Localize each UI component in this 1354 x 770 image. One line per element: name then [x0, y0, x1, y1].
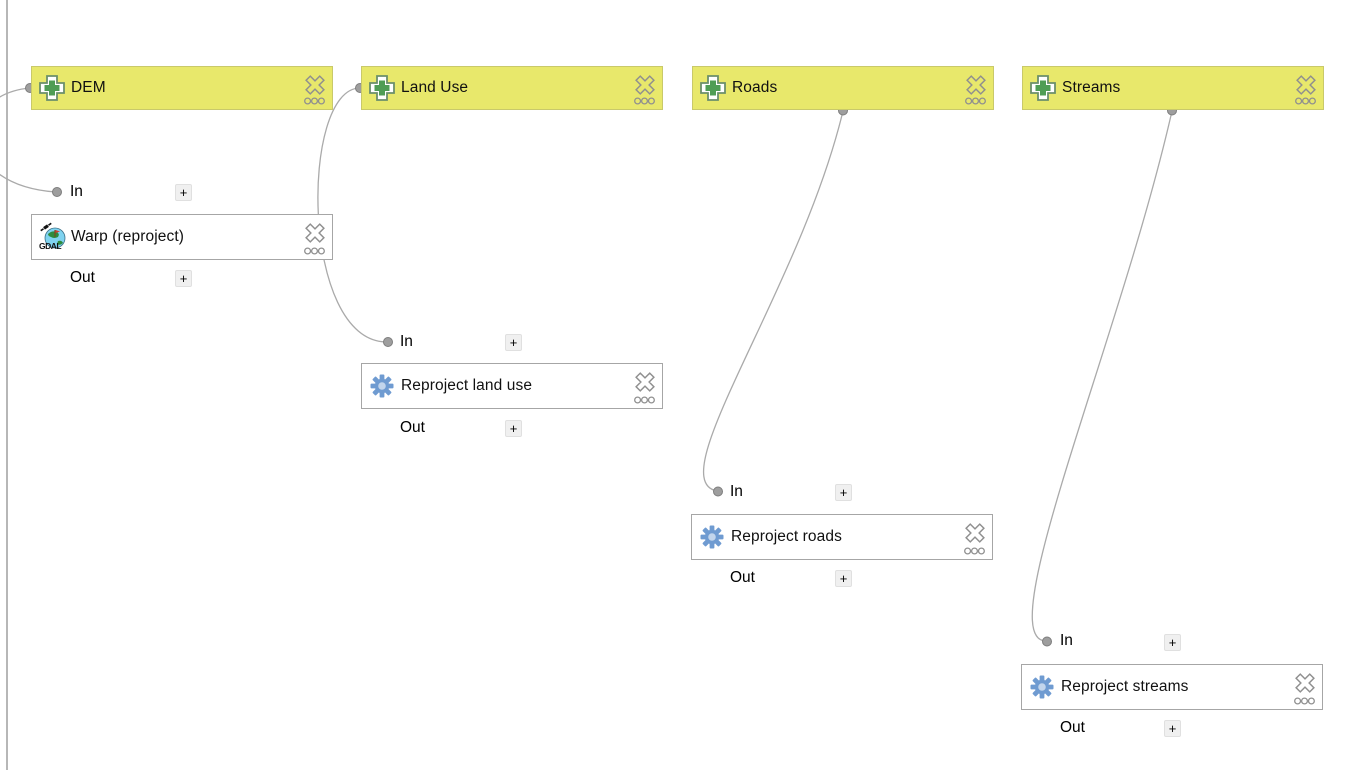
remove-icon[interactable]: [304, 74, 326, 96]
connection-roads-reproject: [703, 110, 844, 492]
socket-in-reproject-streams: [1042, 636, 1052, 647]
input-node-dem[interactable]: DEM: [31, 66, 333, 110]
ellipsis-icon[interactable]: [965, 97, 986, 105]
node-title: Reproject streams: [1061, 678, 1189, 695]
svg-text:GDAL: GDAL: [39, 241, 61, 251]
socket-in-reproject-landuse: [383, 337, 393, 347]
remove-icon[interactable]: [964, 522, 986, 544]
port-out-label: Out: [1060, 719, 1085, 736]
port-in-label: In: [70, 183, 83, 200]
connection-streams-reproject: [1031, 110, 1173, 642]
port-in-label: In: [1060, 632, 1073, 649]
add-output-button[interactable]: +: [1164, 720, 1181, 737]
gear-icon: [700, 525, 724, 549]
gear-icon: [1030, 675, 1054, 699]
add-input-button[interactable]: +: [835, 484, 852, 501]
add-input-button[interactable]: +: [505, 334, 522, 351]
add-input-button[interactable]: +: [175, 184, 192, 201]
node-title: Warp (reproject): [71, 228, 184, 245]
ellipsis-icon[interactable]: [1295, 97, 1316, 105]
input-node-land-use[interactable]: Land Use: [361, 66, 663, 110]
add-output-button[interactable]: +: [505, 420, 522, 437]
algorithm-node-reproject-roads[interactable]: Reproject roads: [691, 514, 993, 560]
port-out-label: Out: [730, 569, 755, 586]
ellipsis-icon[interactable]: [304, 247, 325, 255]
node-title: Streams: [1062, 79, 1121, 96]
node-title: DEM: [71, 79, 106, 96]
ellipsis-icon[interactable]: [964, 547, 985, 555]
port-out-label: Out: [400, 419, 425, 436]
remove-icon[interactable]: [304, 222, 326, 244]
input-plus-icon: [700, 75, 726, 101]
canvas-left-border: [6, 0, 8, 770]
input-node-roads[interactable]: Roads: [692, 66, 994, 110]
port-in-label: In: [400, 333, 413, 350]
ellipsis-icon[interactable]: [1294, 697, 1315, 705]
algorithm-node-reproject-land-use[interactable]: Reproject land use: [361, 363, 663, 409]
ellipsis-icon[interactable]: [634, 396, 655, 404]
add-output-button[interactable]: +: [835, 570, 852, 587]
input-plus-icon: [369, 75, 395, 101]
input-plus-icon: [39, 75, 65, 101]
remove-icon[interactable]: [634, 371, 656, 393]
node-title: Reproject land use: [401, 377, 533, 394]
algorithm-node-reproject-streams[interactable]: Reproject streams: [1021, 664, 1323, 710]
add-output-button[interactable]: +: [175, 270, 192, 287]
socket-in-warp: [52, 187, 62, 197]
remove-icon[interactable]: [965, 74, 987, 96]
algorithm-node-warp-reproject[interactable]: GDAL Warp (reproject): [31, 214, 333, 260]
connection-dem-warp: [0, 87, 57, 193]
ellipsis-icon[interactable]: [304, 97, 325, 105]
socket-in-reproject-roads: [713, 486, 723, 497]
gdal-icon: GDAL: [39, 222, 66, 251]
gear-icon: [370, 374, 394, 398]
remove-icon[interactable]: [1294, 672, 1316, 694]
input-node-streams[interactable]: Streams: [1022, 66, 1324, 110]
remove-icon[interactable]: [1295, 74, 1317, 96]
remove-icon[interactable]: [634, 74, 656, 96]
node-title: Reproject roads: [731, 528, 842, 545]
input-plus-icon: [1030, 75, 1056, 101]
add-input-button[interactable]: +: [1164, 634, 1181, 651]
port-in-label: In: [730, 483, 743, 500]
port-out-label: Out: [70, 269, 95, 286]
ellipsis-icon[interactable]: [634, 97, 655, 105]
node-title: Land Use: [401, 79, 469, 96]
node-title: Roads: [732, 79, 778, 96]
